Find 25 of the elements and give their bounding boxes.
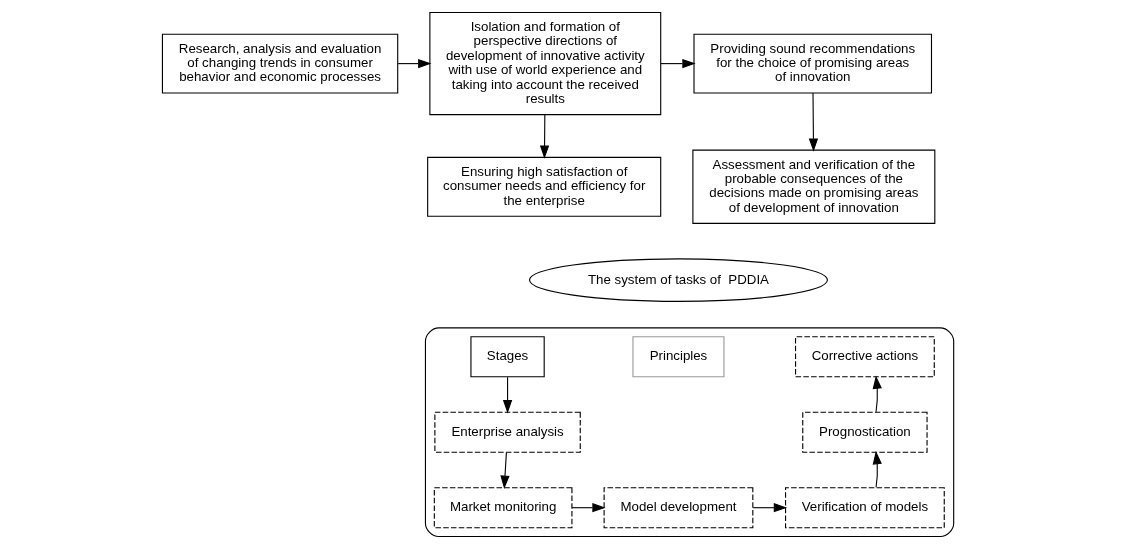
node-box: Isolation and formation of perspective directions of development of innovative activity with use of world experience and taking into account the received results [428,12,661,116]
node-box: Prognostication [801,411,928,453]
node-box: Verification of models [784,487,945,529]
node-box: Providing sound recommendations for the choice of promising areas of innovation [692,33,932,94]
node-box: Principles [631,336,725,378]
arrow [502,376,512,414]
arrow [570,503,606,513]
node-box: Assessment and verification of the probable consequences of the decisions made on promising areas of development of innovation [691,149,935,224]
arrow [808,92,818,152]
node-box: Corrective actions [794,336,935,378]
node-box: Enterprise analysis [433,411,581,453]
node-box: Ensuring high satisfaction of consumer needs and efficiency for the enterprise [426,156,661,217]
cluster [424,327,954,538]
node-box: Model development [603,487,753,529]
arrow [872,375,882,413]
node-box: Research, analysis and evaluation of changing trends in consumer behavior and economic processes [161,33,398,94]
arrow [659,58,696,69]
arrow [539,114,549,159]
arrow [397,58,431,69]
arrow [499,452,510,489]
node-ellipse: The system of tasks of PDDIA [528,258,828,302]
arrow [872,450,882,488]
node-box: Market monitoring [433,487,572,529]
arrow [752,503,787,513]
node-box: Stages [469,336,545,378]
